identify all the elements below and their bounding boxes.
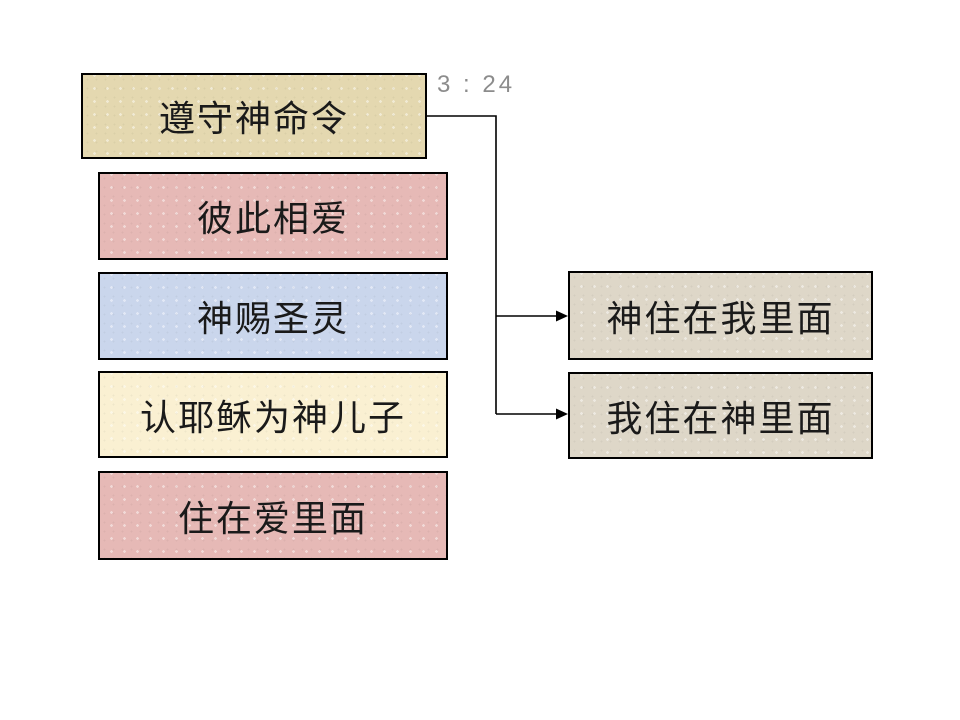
god-abides-in-me-label: 神住在我里面: [606, 297, 835, 339]
obey-commands-label: 遵守神命令: [158, 98, 349, 139]
abide-in-love-box: 住在爱里面: [98, 471, 448, 560]
confess-jesus-box: 认耶稣为神儿子: [98, 371, 448, 458]
god-gives-spirit-box: 神赐圣灵: [98, 272, 448, 360]
obey-commands-box: 遵守神命令: [81, 73, 427, 159]
i-abide-in-god-label: 我住在神里面: [606, 397, 835, 439]
love-one-another-box: 彼此相爱: [98, 172, 448, 260]
confess-jesus-label: 认耶稣为神儿子: [139, 396, 406, 438]
god-abides-in-me-box: 神住在我里面: [568, 271, 873, 360]
arrowhead-bottom-icon: [556, 408, 568, 420]
god-gives-spirit-label: 神赐圣灵: [196, 298, 349, 339]
abide-in-love-label: 住在爱里面: [177, 497, 368, 539]
i-abide-in-god-box: 我住在神里面: [568, 372, 873, 459]
arrowhead-top-icon: [556, 310, 568, 322]
verse-reference-label: 3 : 24: [437, 71, 516, 98]
connector-stem: [427, 115, 497, 414]
love-one-another-label: 彼此相爱: [196, 198, 349, 239]
